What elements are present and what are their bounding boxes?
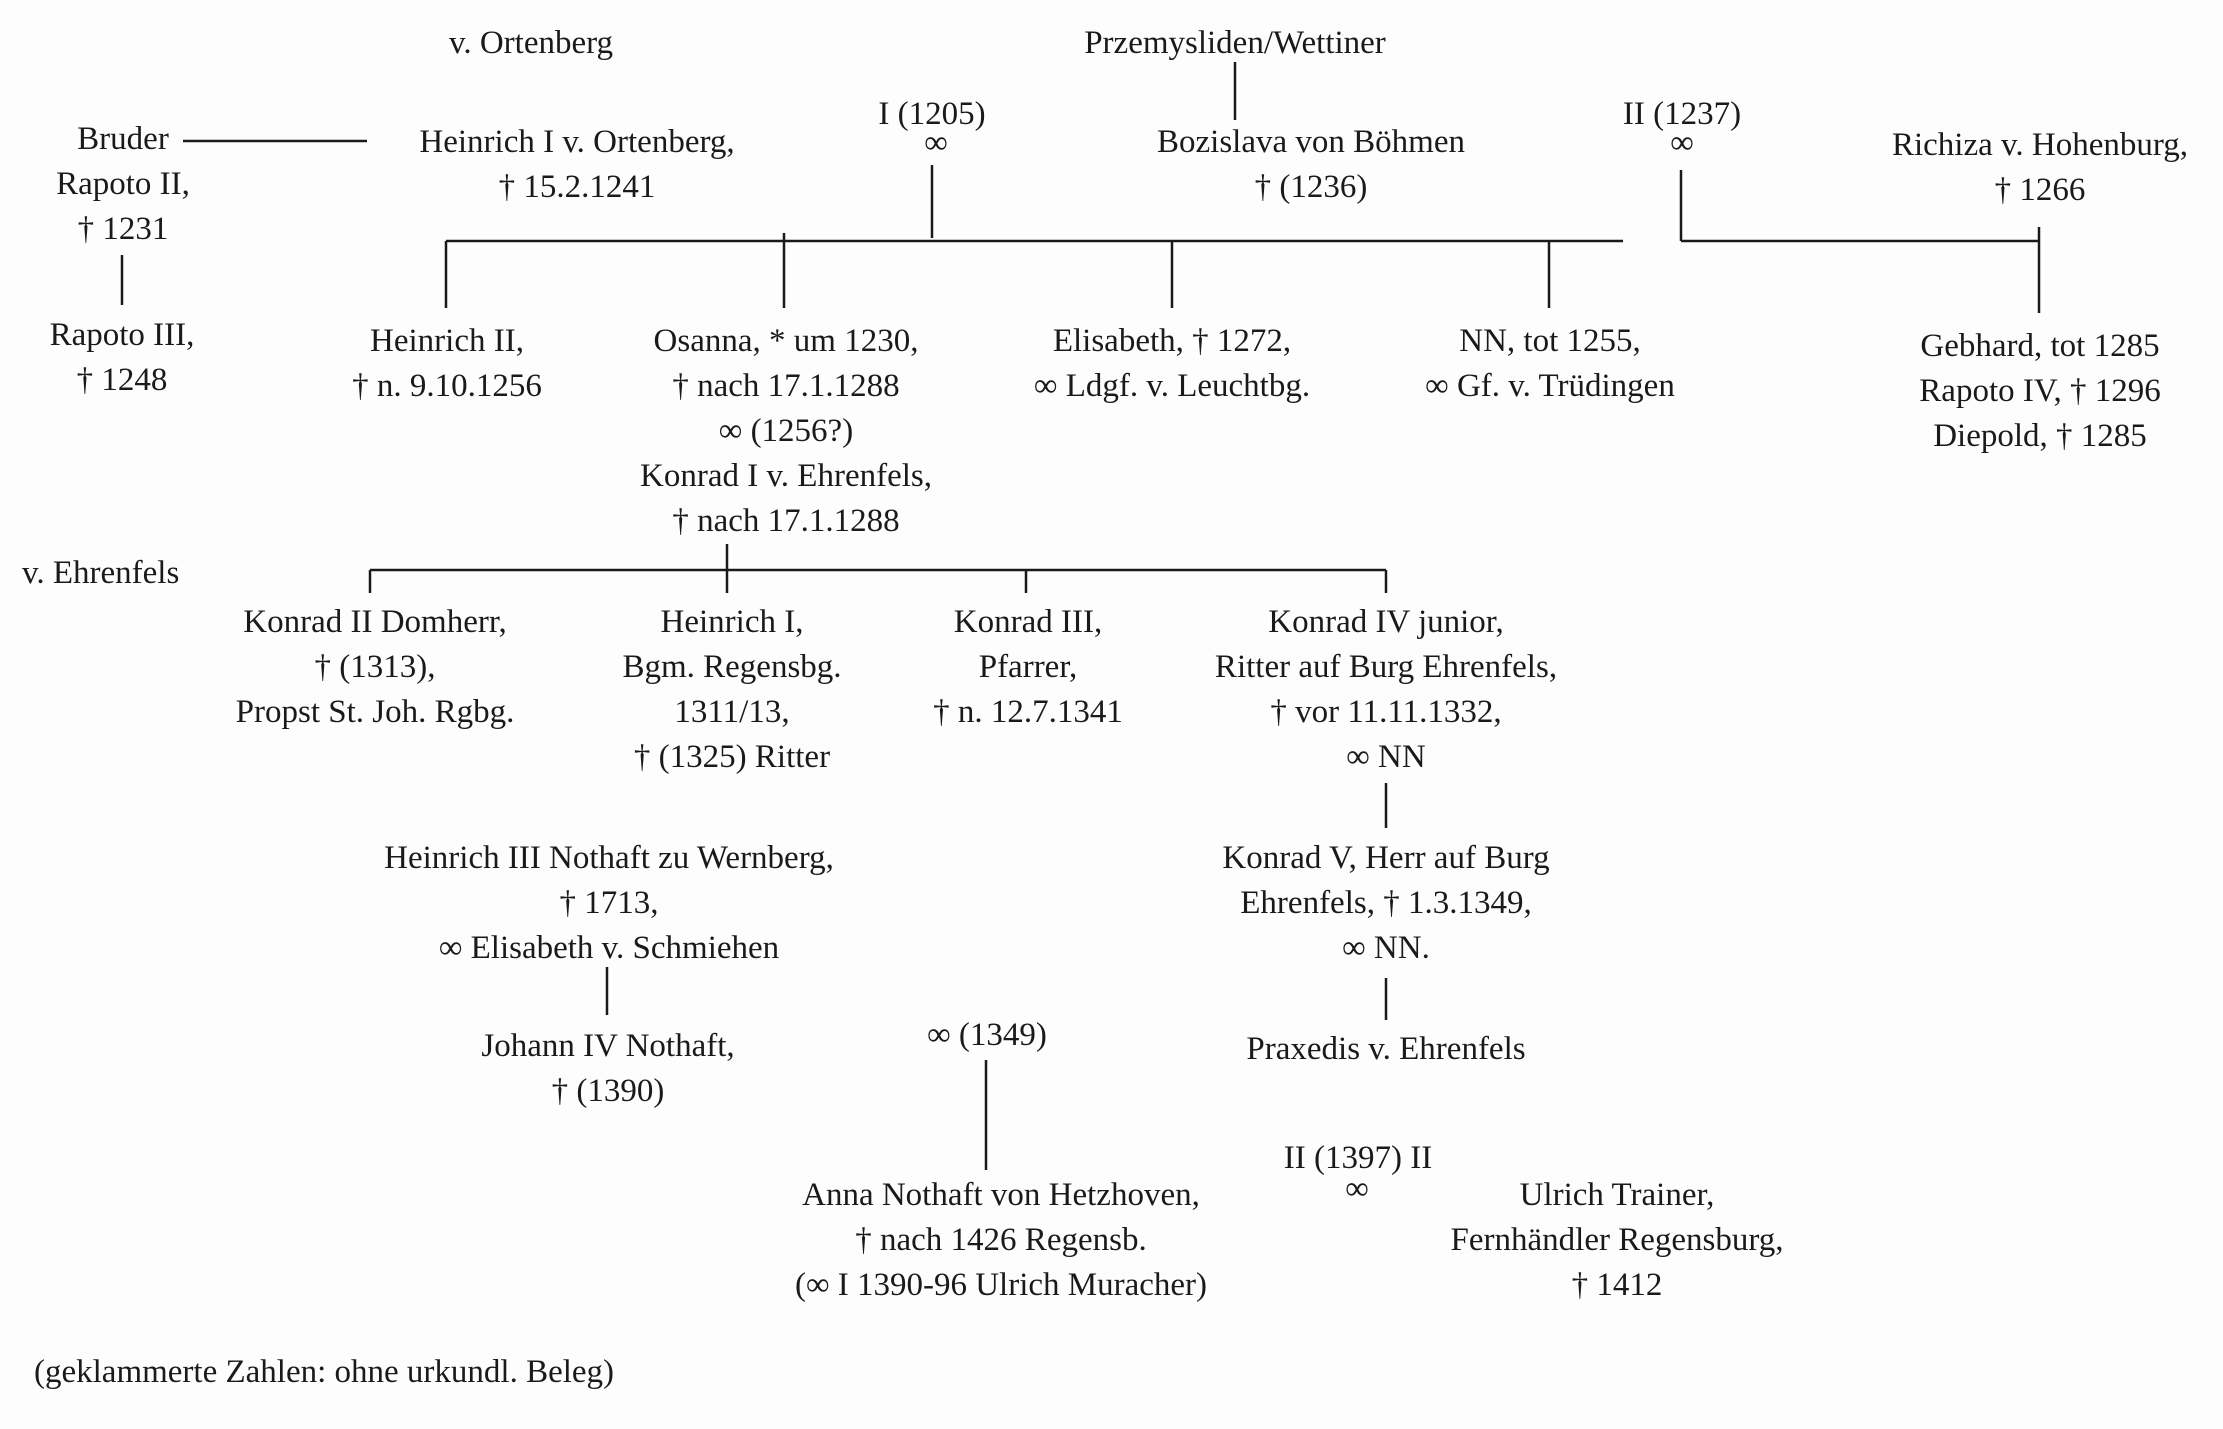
person-bozislava: Bozislava von Böhmen † (1236) [1157,124,1465,205]
person-bruder-rapoto-ii: Bruder Rapoto II, † 1231 [56,121,190,247]
marriage-symbol-1397: ∞ [1345,1171,1369,1207]
house-label-przemysliden: Przemysliden/Wettiner [1084,25,1386,61]
house-label-ehrenfels: v. Ehrenfels [22,555,180,591]
person-heinrich-ii: Heinrich II, † n. 9.10.1256 [352,323,542,404]
person-rapoto-iii: Rapoto III, † 1248 [49,317,195,398]
person-gebhard-rapoto-diepold: Gebhard, tot 1285 Rapoto IV, † 1296 Diep… [1919,328,2161,454]
person-konrad-v: Konrad V, Herr auf Burg Ehrenfels, † 1.3… [1222,840,1550,966]
marriage-label-1205: I (1205) [878,96,986,132]
marriage-label-1397: II (1397) II [1283,1140,1433,1176]
marriage-label-1237: II (1237) [1622,96,1742,132]
person-heinrich-i-bgm: Heinrich I, Bgm. Regensbg. 1311/13, † (1… [622,604,842,775]
person-anna-nothaft: Anna Nothaft von Hetzhoven, † nach 1426 … [794,1177,1208,1303]
house-label-ortenberg: v. Ortenberg [448,25,614,61]
marriage-symbol-1205: ∞ [924,125,948,161]
person-elisabeth: Elisabeth, † 1272, ∞ Ldgf. v. Leuchtbg. [1033,323,1311,404]
person-nn-truedingen: NN, tot 1255, ∞ Gf. v. Trüdingen [1425,323,1675,404]
person-ulrich-trainer: Ulrich Trainer, Fernhändler Regensburg, … [1450,1177,1784,1303]
marriage-symbol-1237: ∞ [1670,125,1694,161]
person-johann-iv-nothaft: Johann IV Nothaft, † (1390) [481,1028,735,1109]
person-konrad-iv: Konrad IV junior, Ritter auf Burg Ehrenf… [1214,604,1558,775]
person-praxedis: Praxedis v. Ehrenfels [1246,1031,1526,1067]
person-heinrich-iii-nothaft: Heinrich III Nothaft zu Wernberg, † 1713… [384,840,834,966]
marriage-label-1349: ∞ (1349) [927,1017,1047,1053]
person-heinrich-i-ortenberg: Heinrich I v. Ortenberg, † 15.2.1241 [419,124,735,205]
footnote: (geklammerte Zahlen: ohne urkundl. Beleg… [34,1354,615,1390]
person-konrad-iii: Konrad III, Pfarrer, † n. 12.7.1341 [933,604,1123,730]
person-richiza: Richiza v. Hohenburg, † 1266 [1891,127,2189,208]
person-konrad-ii: Konrad II Domherr, † (1313), Propst St. … [235,604,515,730]
person-osanna: Osanna, * um 1230, † nach 17.1.1288 ∞ (1… [639,323,933,539]
